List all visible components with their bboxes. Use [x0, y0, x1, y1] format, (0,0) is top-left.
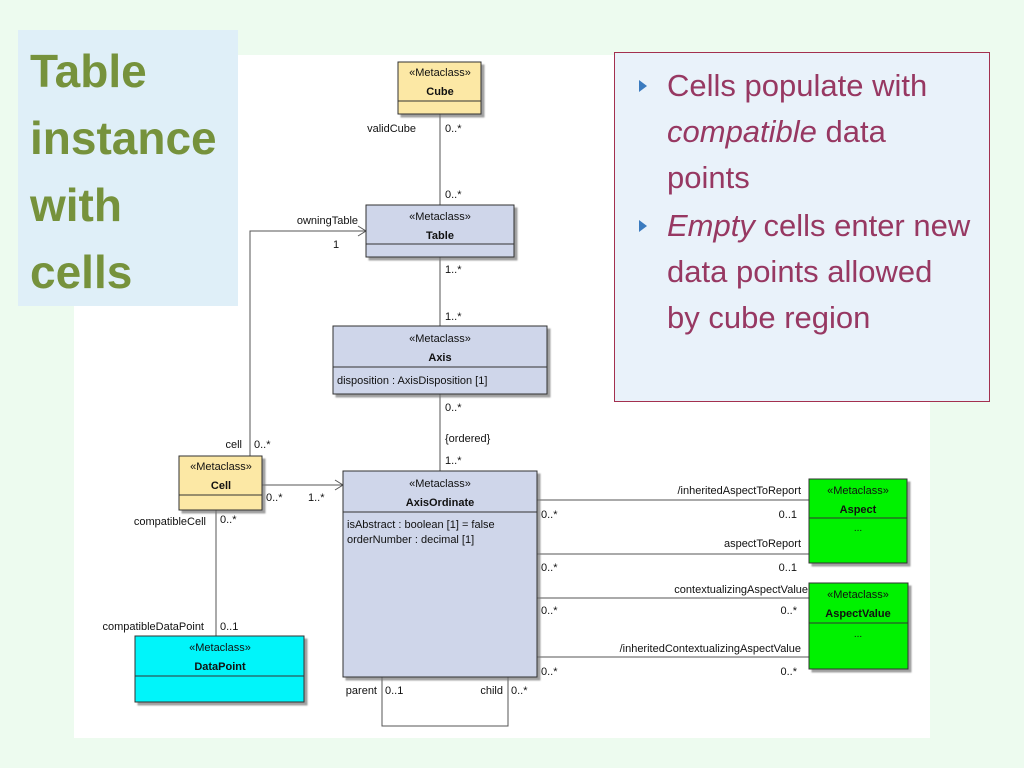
class-box	[134, 635, 305, 703]
class-name: Aspect	[840, 504, 877, 516]
class-attribute: isAbstract : boolean [1] = false	[347, 519, 495, 531]
bullet-text: cells enter new data points allowed by c…	[667, 208, 971, 335]
class-name: Cube	[426, 86, 454, 98]
role-label: compatibleCell	[134, 516, 206, 528]
association-labels: validCube 0..* 0..* owningTable 1 1..* 1…	[102, 123, 808, 697]
role-label: aspectToReport	[724, 538, 801, 550]
role-label: contextualizingAspectValue	[674, 584, 808, 596]
role-label: cell	[225, 439, 242, 451]
multiplicity-label: 0..1	[220, 621, 238, 633]
multiplicity-label: 0..*	[445, 402, 462, 414]
bullet-text: Cells populate with	[667, 68, 928, 103]
title-line: instance	[30, 112, 217, 164]
bullet-arrow-icon	[639, 80, 647, 92]
stereotype-label: «Metaclass»	[827, 485, 889, 497]
class-cell[interactable]: «Metaclass» Cell	[178, 455, 263, 511]
multiplicity-label: 1..*	[445, 264, 462, 276]
multiplicity-label: 1..*	[445, 455, 462, 467]
class-ellipsis: ...	[854, 523, 862, 534]
bullet-item: Cells populate with compatible data poin…	[637, 63, 973, 201]
class-aspect[interactable]: «Metaclass» Aspect ...	[808, 478, 908, 564]
class-name: Cell	[211, 480, 231, 492]
role-label: owningTable	[297, 215, 358, 227]
multiplicity-label: 0..*	[445, 189, 462, 201]
class-aspect-value[interactable]: «Metaclass» AspectValue ...	[808, 582, 909, 670]
class-box	[178, 455, 263, 511]
multiplicity-label: 0..*	[511, 685, 528, 697]
role-label: child	[480, 685, 503, 697]
class-cube[interactable]: «Metaclass» Cube	[397, 61, 482, 115]
class-box	[365, 204, 515, 258]
bullet-item: Empty cells enter new data points allowe…	[637, 203, 973, 341]
multiplicity-label: 0..*	[780, 666, 797, 678]
class-datapoint[interactable]: «Metaclass» DataPoint	[134, 635, 305, 703]
role-label: /inheritedAspectToReport	[677, 485, 801, 497]
constraint-label: {ordered}	[445, 433, 491, 445]
multiplicity-label: 0..*	[541, 605, 558, 617]
multiplicity-label: 0..*	[266, 492, 283, 504]
multiplicity-label: 0..*	[445, 123, 462, 135]
class-attribute: disposition : AxisDisposition [1]	[337, 375, 487, 387]
cell-table-association	[249, 230, 366, 456]
stereotype-label: «Metaclass»	[827, 589, 889, 601]
class-attribute: orderNumber : decimal [1]	[347, 534, 474, 546]
title-line: Table	[30, 45, 147, 97]
class-ellipsis: ...	[854, 629, 862, 640]
slide-title: Table instance with cells	[18, 30, 238, 306]
class-box	[397, 61, 482, 115]
parent-child-association	[381, 677, 509, 727]
stereotype-label: «Metaclass»	[190, 461, 252, 473]
role-label: validCube	[367, 123, 416, 135]
stereotype-label: «Metaclass»	[409, 333, 471, 345]
title-line: cells	[30, 246, 133, 298]
bullet-arrow-icon	[639, 220, 647, 232]
role-label: parent	[346, 685, 377, 697]
bullet-text: data points	[667, 114, 886, 195]
class-name: Table	[426, 230, 454, 242]
role-label: /inheritedContextualizingAspectValue	[620, 643, 801, 655]
multiplicity-label: 0..1	[385, 685, 403, 697]
bullet-emphasis: Empty	[667, 208, 755, 243]
multiplicity-label: 1	[333, 239, 339, 251]
multiplicity-label: 0..*	[220, 514, 237, 526]
stereotype-label: «Metaclass»	[409, 478, 471, 490]
class-name: Axis	[428, 352, 451, 364]
multiplicity-label: 0..1	[779, 562, 797, 574]
multiplicity-label: 0..*	[780, 605, 797, 617]
multiplicity-label: 0..*	[541, 562, 558, 574]
class-name: AxisOrdinate	[406, 497, 474, 509]
bullet-emphasis: compatible	[667, 114, 817, 149]
multiplicity-label: 0..*	[254, 439, 271, 451]
stereotype-label: «Metaclass»	[189, 642, 251, 654]
class-box	[342, 470, 538, 678]
class-box	[332, 325, 548, 395]
bullet-panel: Cells populate with compatible data poin…	[614, 52, 990, 402]
multiplicity-label: 1..*	[445, 311, 462, 323]
class-box	[808, 582, 909, 670]
multiplicity-label: 1..*	[308, 492, 325, 504]
title-line: with	[30, 179, 122, 231]
class-axis[interactable]: «Metaclass» Axis disposition : AxisDispo…	[332, 325, 548, 395]
class-name: AspectValue	[825, 608, 890, 620]
class-box	[808, 478, 908, 564]
class-axis-ordinate[interactable]: «Metaclass» AxisOrdinate isAbstract : bo…	[342, 470, 538, 678]
multiplicity-label: 0..1	[779, 509, 797, 521]
role-label: compatibleDataPoint	[102, 621, 204, 633]
association-lines	[215, 114, 809, 727]
multiplicity-label: 0..*	[541, 509, 558, 521]
stereotype-label: «Metaclass»	[409, 211, 471, 223]
multiplicity-label: 0..*	[541, 666, 558, 678]
class-table[interactable]: «Metaclass» Table	[365, 204, 515, 258]
class-name: DataPoint	[194, 661, 246, 673]
stereotype-label: «Metaclass»	[409, 67, 471, 79]
